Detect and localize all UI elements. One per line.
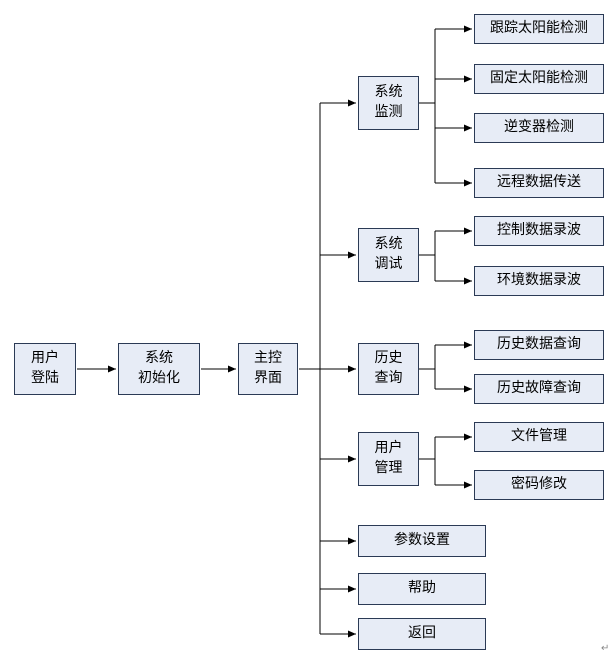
node-system-init: 系统 初始化	[118, 343, 200, 395]
node-history-data-query: 历史数据查询	[474, 330, 604, 360]
node-inverter-detect: 逆变器检测	[474, 113, 604, 143]
node-param-settings: 参数设置	[358, 525, 486, 557]
node-file-management: 文件管理	[474, 422, 604, 452]
node-help: 帮助	[358, 573, 486, 605]
node-return: 返回	[358, 618, 486, 650]
node-fixed-solar-detect: 固定太阳能检测	[474, 64, 604, 94]
node-main-screen: 主控 界面	[238, 343, 298, 395]
node-env-data-record: 环境数据录波	[474, 266, 604, 296]
node-track-solar-detect: 跟踪太阳能检测	[474, 14, 604, 44]
node-user-login: 用户 登陆	[14, 343, 76, 395]
node-history-fault-query: 历史故障查询	[474, 374, 604, 404]
node-control-data-record: 控制数据录波	[474, 216, 604, 246]
paragraph-mark: ↵	[601, 643, 610, 654]
node-history-query: 历史 查询	[358, 343, 419, 395]
node-password-change: 密码修改	[474, 470, 604, 500]
node-user-management: 用户 管理	[358, 432, 419, 486]
node-system-monitor: 系统 监测	[358, 76, 419, 130]
node-remote-data-transfer: 远程数据传送	[474, 168, 604, 198]
node-system-debug: 系统 调试	[358, 228, 419, 282]
